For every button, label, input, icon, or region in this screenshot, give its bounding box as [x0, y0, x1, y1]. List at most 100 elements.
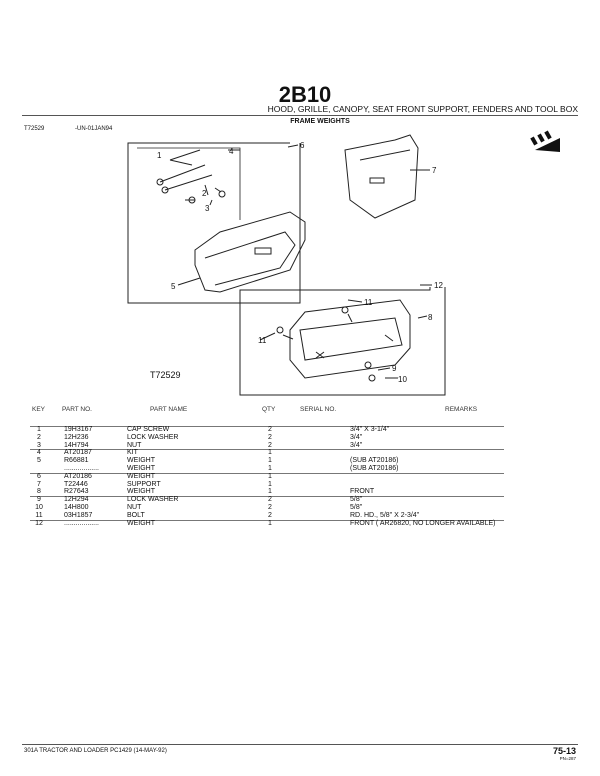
- callout-4: 4: [229, 147, 234, 156]
- table-row: 12.................. WEIGHT 1 FRONT ( AR268…: [30, 520, 504, 528]
- part-no-cell: AT20187: [64, 449, 92, 457]
- part-name-cell: LOCK WASHER: [127, 433, 179, 441]
- part-name-cell: SUPPORT: [127, 480, 161, 488]
- col-qty: QTY: [262, 406, 276, 413]
- part-no-cell: 12H236: [64, 433, 89, 441]
- key-cell: 11: [35, 511, 43, 519]
- part-no-cell: 03H1857: [64, 511, 93, 519]
- figure-id: T72529: [24, 126, 45, 132]
- table-row: 5 R66881 WEIGHT 1 (SUB AT20186): [30, 457, 504, 465]
- row-separator: [30, 472, 504, 474]
- key-cell: 9: [37, 496, 41, 504]
- qty-cell: 1: [268, 449, 272, 457]
- part-no-cell: ..................: [64, 465, 100, 472]
- col-part-no: PART NO.: [62, 406, 92, 413]
- callout-6: 6: [300, 141, 305, 150]
- figure-date: -UN-01JAN94: [75, 126, 113, 132]
- table-row: 9 12H294 LOCK WASHER 2 5/8": [30, 496, 504, 504]
- qty-cell: 1: [268, 480, 272, 488]
- table-row: 1 19H3167 CAP SCREW 2 3/4" X 3-1/4": [30, 426, 504, 434]
- callout-1: 1: [157, 151, 162, 160]
- callout-11: 11: [364, 298, 373, 307]
- part-no-cell: R66881: [64, 457, 89, 465]
- part-name-cell: NUT: [127, 441, 142, 449]
- remarks-cell: (SUB AT20186): [350, 457, 399, 465]
- remarks-cell: 5/8": [350, 496, 363, 504]
- row-separator: [30, 519, 504, 521]
- callout-2: 2: [202, 189, 207, 198]
- parts-illustration: 1 2 3 4 5 6 7 8 9 10 11 11 12 T72529: [127, 130, 560, 396]
- callout-12: 12: [434, 281, 443, 290]
- part-name-cell: KIT: [127, 449, 138, 457]
- part-no-cell: 19H3167: [64, 426, 93, 433]
- subtitle: FRAME WEIGHTS: [290, 118, 350, 125]
- footer-rule: [22, 744, 578, 745]
- table-row: 10 14H800 NUT 2 5/8": [30, 504, 504, 512]
- remarks-cell: 5/8": [350, 504, 363, 511]
- qty-cell: 2: [268, 433, 272, 441]
- part-name-cell: WEIGHT: [127, 465, 155, 472]
- part-no-cell: ..................: [64, 519, 100, 527]
- table-row: 3 14H794 NUT 2 3/4": [30, 442, 504, 450]
- row-separator: [30, 426, 504, 427]
- qty-cell: 2: [268, 426, 272, 433]
- callout-9: 9: [392, 364, 397, 373]
- callout-5: 5: [171, 282, 176, 291]
- part-no-cell: 14H794: [64, 441, 89, 449]
- section-code: 2B10: [278, 82, 332, 107]
- key-cell: 2: [37, 433, 41, 441]
- part-no-cell: 14H800: [64, 504, 89, 511]
- remarks-cell: (SUB AT20186): [350, 465, 399, 472]
- remarks-cell: RD. HD., 5/8" X 2-3/4": [350, 511, 420, 519]
- remarks-cell: 3/4" X 3-1/4": [350, 426, 390, 433]
- remarks-cell: 3/4": [350, 441, 363, 449]
- qty-cell: 2: [268, 504, 272, 511]
- qty-cell: 1: [268, 472, 272, 480]
- illustration-label: T72529: [150, 370, 181, 380]
- key-cell: 3: [37, 441, 41, 449]
- qty-cell: 2: [268, 496, 272, 504]
- part-no-cell: 12H294: [64, 496, 89, 504]
- remarks-cell: FRONT ( AR26820, NO LONGER AVAILABLE): [350, 519, 496, 527]
- qty-cell: 1: [268, 457, 272, 465]
- front-arrow-icon: [530, 130, 560, 152]
- qty-cell: 2: [268, 511, 272, 519]
- key-cell: 8: [37, 488, 41, 496]
- table-row: 4 AT20187 KIT 1: [30, 449, 504, 457]
- remarks-cell: FRONT: [350, 488, 375, 496]
- callout-3: 3: [205, 204, 210, 213]
- callout-7: 7: [432, 166, 437, 175]
- row-separator: [30, 449, 504, 451]
- part-name-cell: WEIGHT: [127, 488, 155, 496]
- key-cell: 6: [37, 472, 41, 480]
- qty-cell: 2: [268, 441, 272, 449]
- key-cell: 1: [37, 426, 41, 433]
- part-name-cell: LOCK WASHER: [127, 496, 179, 504]
- part-name-cell: WEIGHT: [127, 472, 155, 480]
- qty-cell: 1: [268, 488, 272, 496]
- part-name-cell: WEIGHT: [127, 457, 155, 465]
- section-title: HOOD, GRILLE, CANOPY, SEAT FRONT SUPPORT…: [267, 104, 578, 114]
- part-name-cell: CAP SCREW: [127, 426, 170, 433]
- part-name-cell: WEIGHT: [127, 519, 155, 527]
- page-sub: PN=287: [559, 756, 576, 761]
- col-part-name: PART NAME: [150, 406, 188, 413]
- callout-11b: 11: [258, 336, 267, 345]
- footer-text: 301A TRACTOR AND LOADER PC1429 (14-MAY-9…: [24, 748, 167, 754]
- key-cell: 5: [37, 457, 41, 465]
- key-cell: 10: [35, 504, 43, 511]
- part-no-cell: T22446: [64, 480, 88, 488]
- part-no-cell: R27643: [64, 488, 89, 496]
- part-name-cell: NUT: [127, 504, 142, 511]
- key-cell: 12: [35, 519, 43, 527]
- key-cell: 4: [37, 449, 41, 457]
- row-separator: [30, 496, 504, 498]
- part-name-cell: BOLT: [127, 511, 145, 519]
- callout-10: 10: [398, 375, 407, 384]
- qty-cell: 1: [268, 519, 272, 527]
